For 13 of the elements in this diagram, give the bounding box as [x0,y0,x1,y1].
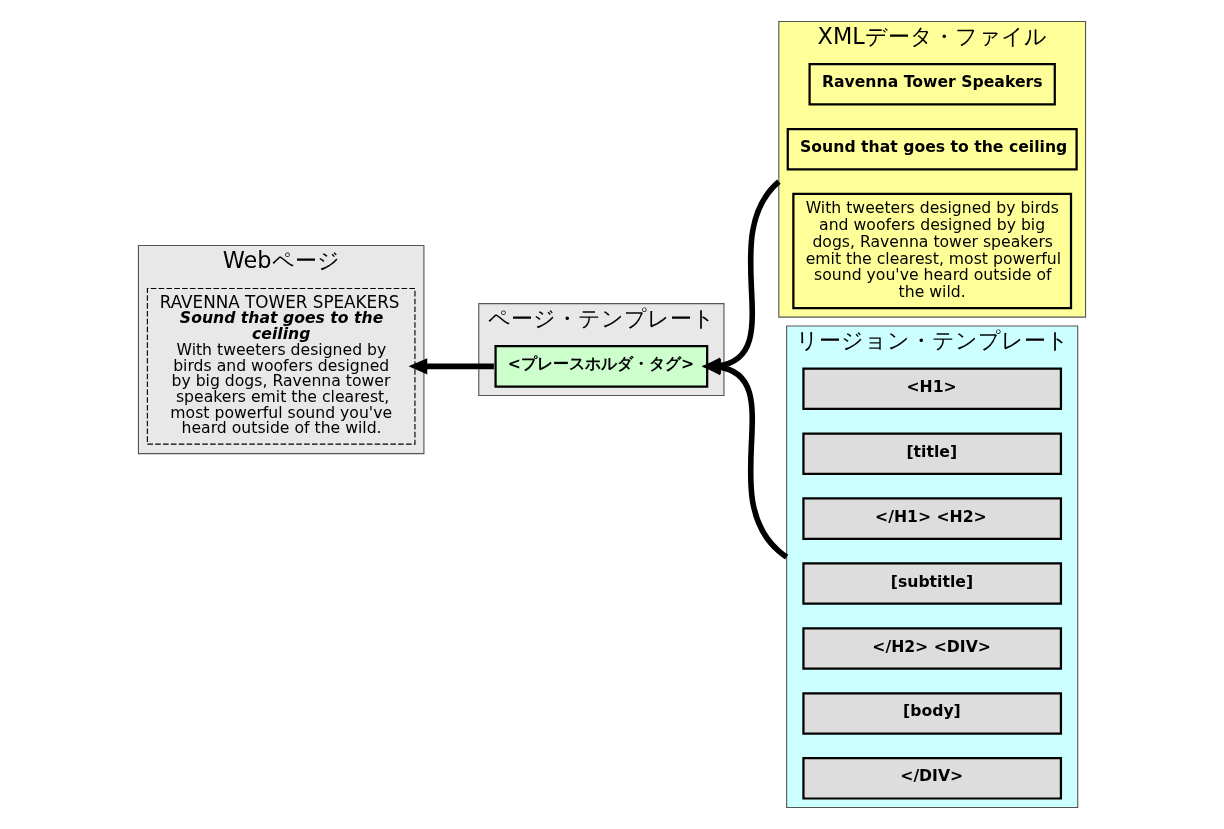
node-box: [subtitle] [802,562,1063,605]
node-box: [title] [802,432,1063,475]
node-box: With tweeters designed by birds and woofers designed by big dogs, Ravenna tower speakers emit the clearest, most powerful sound you've heard outside of the wild. [792,192,1073,310]
node-box: </DIV> [802,757,1063,800]
node-box: <H1> [802,367,1063,410]
node-box: <プレースホルダ・タグ> [494,345,709,388]
node-box: [body] [802,692,1063,735]
node-box: Ravenna Tower Speakers [808,62,1056,106]
node-box: </H1> <H2> [802,497,1063,540]
node-box: Sound that goes to the ceiling [786,127,1078,171]
node-box: RAVENNA TOWER SPEAKERS Sound that goes to the ceiling With tweeters designed by birds and woofers designed by big dogs, Ravenna tower speakers emit the clearest, most powerful sound you've heard outside of the wild. [146,288,416,445]
node-box: </H2> <DIV> [802,627,1063,670]
arrow [408,358,494,375]
